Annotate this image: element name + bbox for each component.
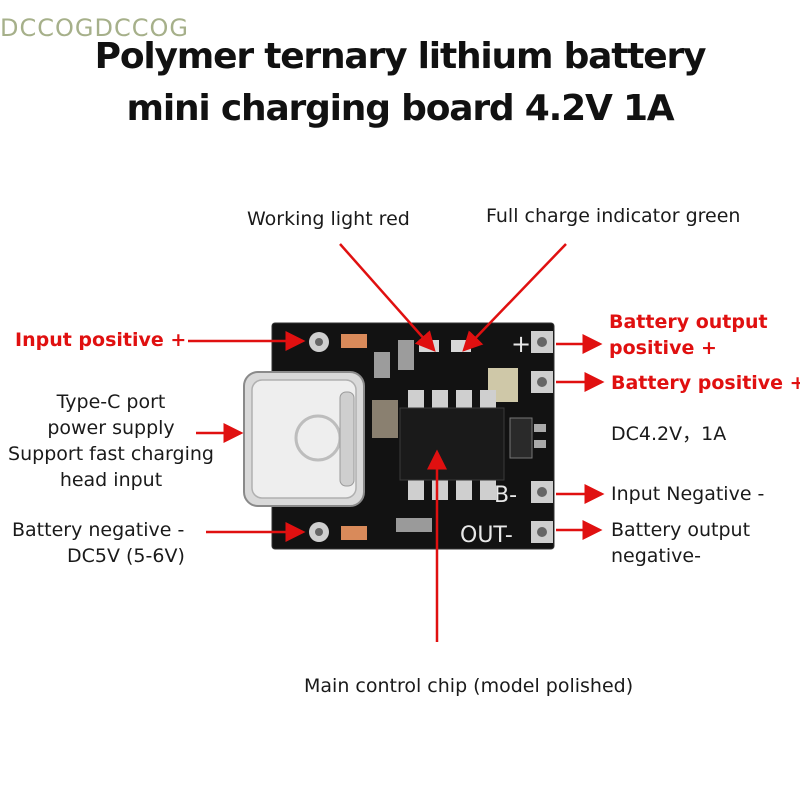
label-input-positive: Input positive + bbox=[15, 329, 187, 351]
label-typec-2: power supply bbox=[47, 417, 175, 439]
label-battery-output-negative-1: Battery output bbox=[611, 519, 751, 541]
title-line-2: mini charging board 4.2V 1A bbox=[126, 88, 675, 129]
label-input-negative: Input Negative - bbox=[611, 483, 765, 505]
title-line-1: Polymer ternary lithium battery bbox=[94, 36, 707, 77]
pad-bottom-left bbox=[309, 522, 329, 542]
pad-top-left bbox=[309, 332, 329, 352]
main-chip bbox=[399, 390, 505, 500]
pad-bat-plus bbox=[531, 371, 553, 393]
label-typec-4: head input bbox=[59, 469, 163, 491]
label-battery-negative: Battery negative - bbox=[12, 519, 185, 541]
silk-b-minus: B- bbox=[494, 483, 517, 508]
resistor-bottom bbox=[341, 526, 367, 540]
label-dc5v: DC5V (5-6V) bbox=[67, 545, 185, 567]
label-battery-output-positive-2: positive + bbox=[609, 337, 717, 359]
label-typec-3: Support fast charging bbox=[8, 443, 214, 465]
label-main-chip: Main control chip (model polished) bbox=[304, 675, 634, 697]
arrow-working-light bbox=[339, 243, 436, 352]
pad-out-minus bbox=[531, 521, 553, 543]
label-full-charge: Full charge indicator green bbox=[486, 205, 741, 227]
label-typec-1: Type-C port bbox=[56, 391, 166, 413]
label-battery-positive: Battery positive + bbox=[611, 372, 800, 394]
arrow-full-charge bbox=[462, 243, 567, 352]
label-battery-output-negative-2: negative- bbox=[611, 545, 701, 567]
label-battery-output-positive-1: Battery output bbox=[609, 311, 768, 333]
label-dc-rating: DC4.2V，1A bbox=[611, 423, 727, 445]
resistor-top bbox=[341, 334, 367, 348]
watermark: DCCOGDCCOG bbox=[0, 14, 189, 42]
silk-out-minus: OUT- bbox=[460, 523, 513, 548]
pad-plus bbox=[531, 331, 553, 353]
pad-b-minus bbox=[531, 481, 553, 503]
silk-plus: + bbox=[511, 330, 531, 358]
label-working-light: Working light red bbox=[247, 208, 410, 230]
type-c-connector bbox=[243, 371, 365, 507]
